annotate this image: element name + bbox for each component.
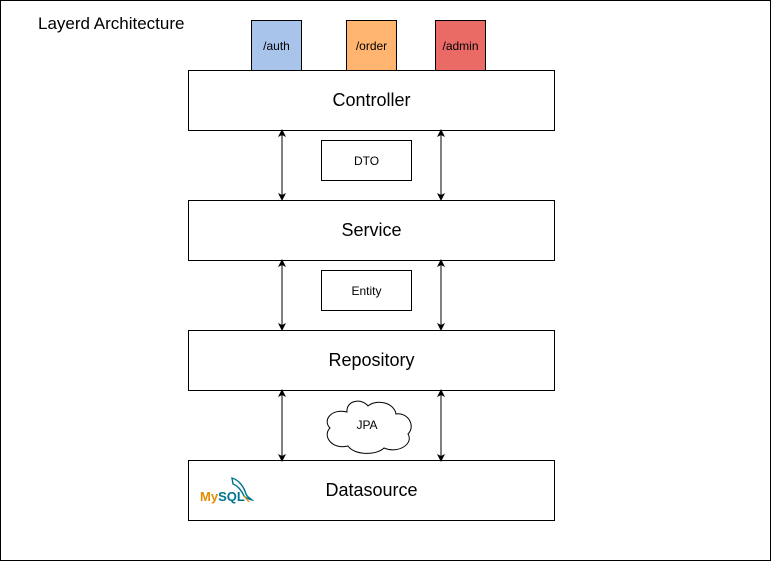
datasource-layer: Datasource: [188, 460, 555, 521]
mysql-my: My: [200, 489, 219, 504]
route-auth-label: /auth: [263, 38, 290, 53]
entity-box: Entity: [321, 270, 412, 311]
dto-box: DTO: [321, 140, 412, 181]
diagram-title: Layerd Architecture: [38, 14, 185, 33]
datasource-label: Datasource: [325, 480, 418, 500]
mysql-sql: SQL: [218, 489, 245, 504]
repository-layer: Repository: [188, 330, 555, 391]
route-order: /order: [346, 20, 397, 71]
route-admin-label: /admin: [442, 38, 479, 53]
mysql-logo-text: MySQL: [200, 489, 245, 504]
jpa-label: JPA: [356, 418, 377, 432]
repository-label: Repository: [328, 350, 415, 370]
dolphin-tail-icon: [243, 495, 250, 503]
service-layer: Service: [188, 200, 555, 261]
entity-label: Entity: [351, 283, 382, 298]
controller-label: Controller: [332, 90, 411, 110]
service-label: Service: [341, 220, 402, 240]
mysql-logo: MySQL: [200, 477, 255, 504]
controller-layer: Controller: [188, 70, 555, 131]
jpa-cloud-shape: [326, 400, 412, 454]
dto-label: DTO: [353, 153, 380, 168]
dolphin-icon: [231, 477, 255, 502]
route-order-label: /order: [355, 38, 388, 53]
